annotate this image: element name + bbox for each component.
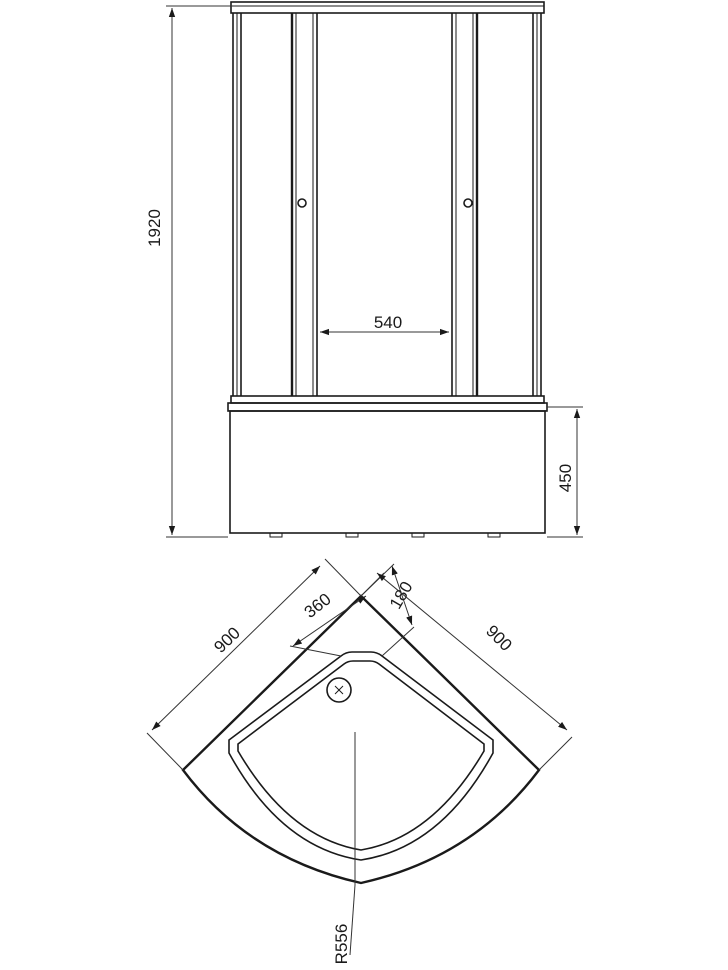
- side-right-label: 900: [482, 621, 515, 654]
- right-post: [532, 13, 542, 396]
- drain-icon: [326, 677, 352, 703]
- front-view: 540 1920 450: [145, 1, 583, 538]
- left-door-handle: [297, 198, 307, 208]
- offset-left-dimension: 360: [289, 589, 367, 657]
- right-door-handle: [463, 198, 473, 208]
- tray-height-label: 450: [556, 464, 575, 492]
- tray-feet: [269, 532, 501, 538]
- radius-label: R556: [332, 924, 351, 965]
- basin-inner: [237, 660, 485, 851]
- tray-body: [229, 410, 546, 534]
- top-rail: [230, 1, 545, 14]
- bottom-rail: [230, 395, 545, 404]
- plan-view: R556 900 360 180 900: [146, 558, 573, 965]
- left-door-frame: [290, 13, 318, 396]
- total-height-dimension: 1920: [145, 5, 232, 538]
- door-width-dimension: 540: [320, 313, 449, 336]
- tray-outline: [181, 594, 541, 885]
- offset-right-label: 180: [386, 578, 417, 612]
- side-left-label: 900: [210, 623, 244, 656]
- right-door-frame: [451, 13, 479, 396]
- radius-dimension: R556: [332, 732, 356, 965]
- offset-left-label: 360: [301, 589, 335, 621]
- left-post: [232, 13, 242, 396]
- basin-outer: [228, 651, 494, 861]
- tray-height-dimension: 450: [547, 406, 583, 538]
- door-width-label: 540: [374, 313, 402, 332]
- total-height-label: 1920: [145, 209, 164, 247]
